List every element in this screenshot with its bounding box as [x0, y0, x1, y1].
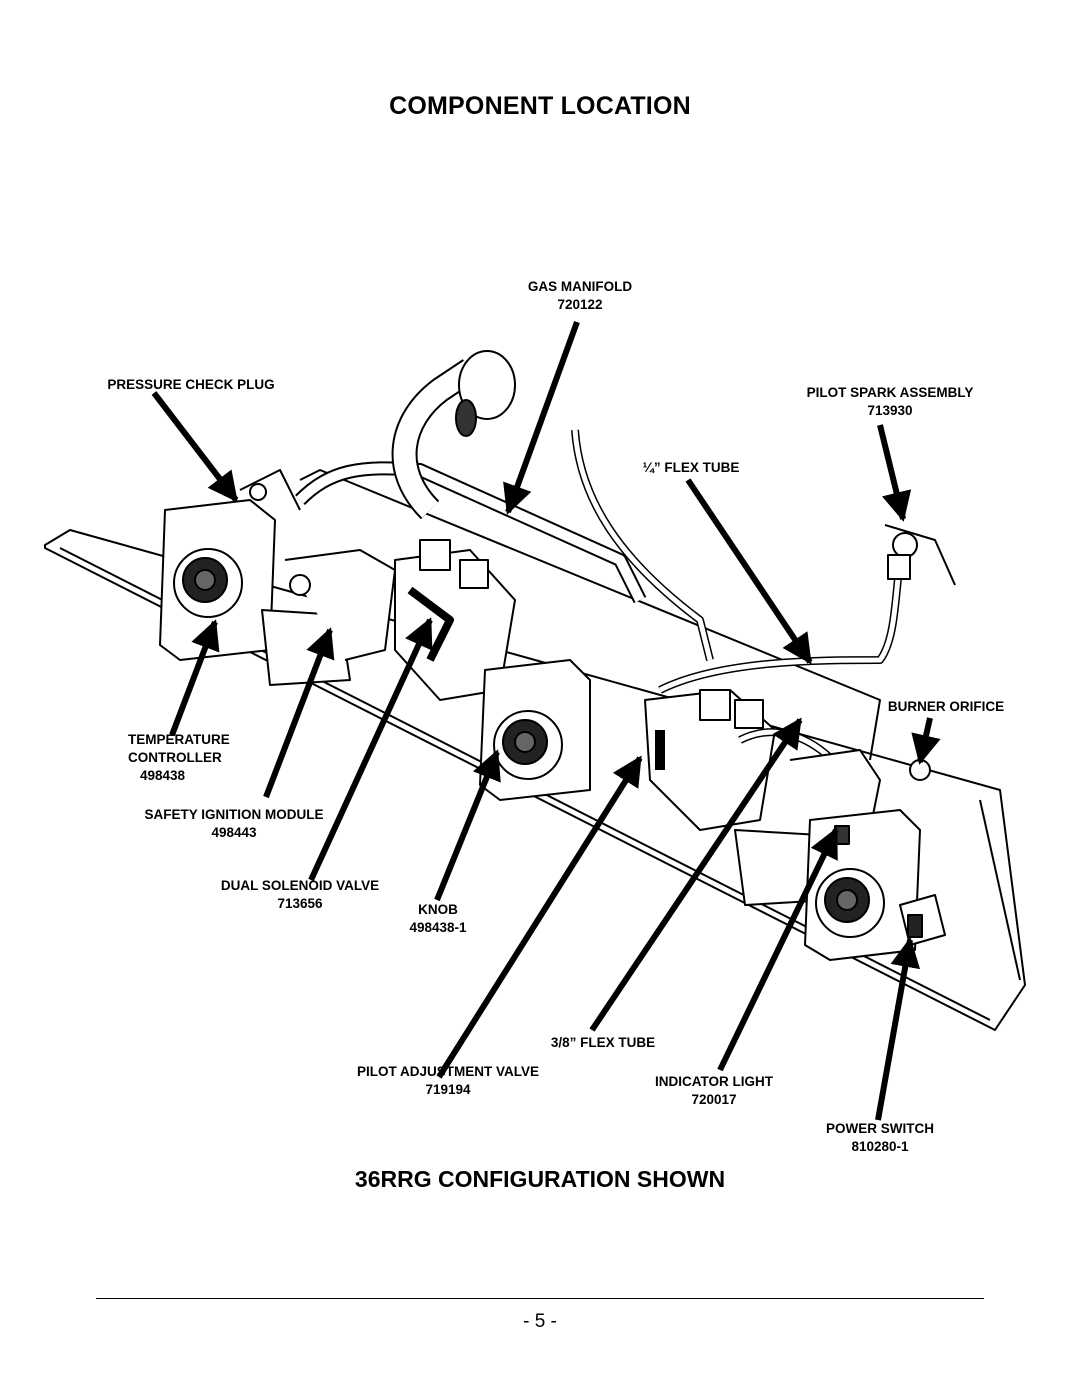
arrow-flex-tube-three-eighths	[589, 717, 803, 1032]
label-pilot-adjustment-valve-name: PILOT ADJUSTMENT VALVE	[356, 1064, 539, 1079]
label-power-switch-name: POWER SWITCH	[826, 1121, 934, 1136]
label-flex-tube-quarter-name: ¼” FLEX TUBE	[642, 460, 740, 475]
label-dual-solenoid-valve-name: DUAL SOLENOID VALVE	[220, 878, 380, 893]
label-temperature-controller: TEMPERATURE CONTROLLER 498438	[128, 731, 248, 785]
label-flex-tube-three-eighths-name: 3/8” FLEX TUBE	[550, 1035, 656, 1050]
footer-divider	[96, 1298, 984, 1299]
label-burner-orifice: BURNER ORIFICE	[872, 698, 1020, 716]
arrow-pilot-spark-assembly	[877, 424, 912, 522]
label-safety-ignition-module-name: SAFETY IGNITION MODULE	[144, 807, 324, 822]
label-pilot-spark-assembly-part: 713930	[867, 403, 913, 418]
arrow-indicator-light	[717, 827, 839, 1072]
label-pilot-spark-assembly-name: PILOT SPARK ASSEMBLY	[806, 385, 974, 400]
label-gas-manifold-part: 720122	[557, 297, 603, 312]
label-pressure-check-plug-name: PRESSURE CHECK PLUG	[107, 377, 275, 392]
label-temperature-controller-part: 498438	[140, 768, 186, 783]
arrow-burner-orifice	[911, 717, 941, 765]
equipment-illustration	[44, 350, 1026, 1031]
label-indicator-light-name: INDICATOR LIGHT	[655, 1074, 773, 1089]
label-gas-manifold: GAS MANIFOLD 720122	[505, 278, 655, 314]
label-knob-part: 498438-1	[409, 920, 467, 935]
label-pilot-adjustment-valve-part: 719194	[425, 1082, 471, 1097]
label-temperature-controller-line1: TEMPERATURE	[128, 732, 230, 747]
label-indicator-light: INDICATOR LIGHT 720017	[638, 1073, 790, 1109]
label-temperature-controller-line2: CONTROLLER	[128, 750, 222, 765]
arrow-flex-tube-quarter	[685, 478, 813, 665]
label-flex-tube-quarter: ¼” FLEX TUBE	[628, 459, 754, 477]
arrow-safety-ignition-module	[263, 627, 335, 799]
leader-arrows	[151, 320, 941, 1121]
arrow-pressure-check-plug	[151, 391, 239, 503]
label-pilot-spark-assembly: PILOT SPARK ASSEMBLY 713930	[786, 384, 994, 420]
label-dual-solenoid-valve-part: 713656	[277, 896, 323, 911]
label-safety-ignition-module-part: 498443	[211, 825, 257, 840]
arrow-pilot-adjustment-valve	[436, 755, 643, 1079]
label-pressure-check-plug: PRESSURE CHECK PLUG	[88, 376, 294, 394]
label-burner-orifice-name: BURNER ORIFICE	[887, 699, 1005, 714]
arrow-gas-manifold	[503, 320, 580, 515]
label-dual-solenoid-valve: DUAL SOLENOID VALVE 713656	[202, 877, 398, 913]
label-knob: KNOB 498438-1	[390, 901, 486, 937]
arrow-knob	[434, 749, 501, 902]
page-number: - 5 -	[523, 1311, 557, 1332]
label-indicator-light-part: 720017	[691, 1092, 737, 1107]
label-knob-name: KNOB	[418, 902, 458, 917]
page-title: COMPONENT LOCATION	[389, 92, 691, 120]
label-power-switch: POWER SWITCH 810280-1	[812, 1120, 948, 1156]
label-pilot-adjustment-valve: PILOT ADJUSTMENT VALVE 719194	[334, 1063, 562, 1099]
label-safety-ignition-module: SAFETY IGNITION MODULE 498443	[122, 806, 346, 842]
label-gas-manifold-name: GAS MANIFOLD	[527, 279, 633, 294]
label-flex-tube-three-eighths: 3/8” FLEX TUBE	[530, 1034, 676, 1052]
configuration-caption: 36RRG CONFIGURATION SHOWN	[354, 1166, 726, 1192]
label-power-switch-part: 810280-1	[851, 1139, 909, 1154]
arrow-power-switch	[875, 937, 921, 1121]
arrow-dual-solenoid-valve	[308, 617, 433, 882]
arrow-temperature-controller	[169, 619, 220, 737]
